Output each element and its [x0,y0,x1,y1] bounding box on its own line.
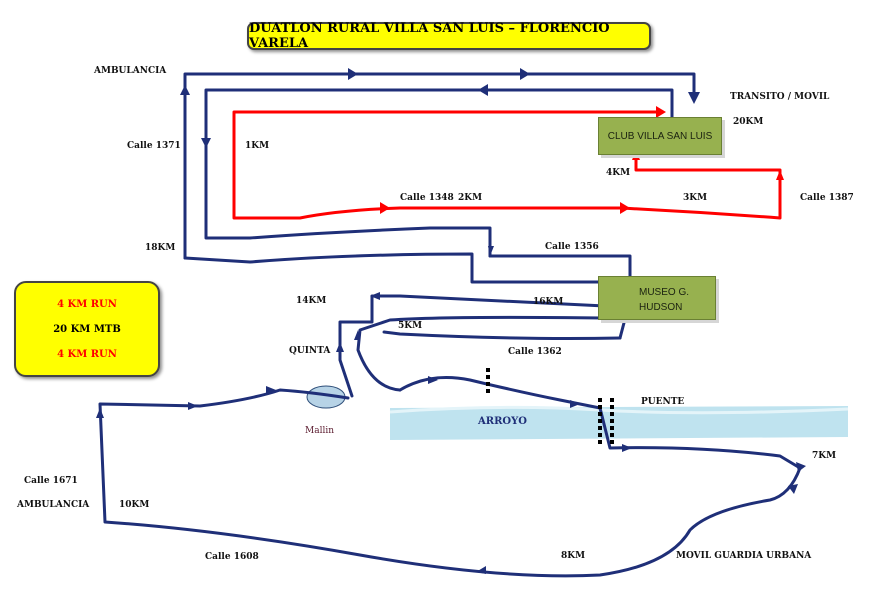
label-2km: 2KM [458,193,483,203]
label-movil-guardia-urbana: MOVIL GUARDIA URBANA [676,551,812,561]
label-calle-1387: Calle 1387 [800,193,854,203]
label-ambulancia-bottom: AMBULANCIA [17,500,90,510]
label-10km: 10KM [119,500,150,510]
arrow-mtb-9 [336,342,344,352]
route-mtb-to-arroyo [98,376,802,578]
label-calle-1362: Calle 1362 [508,347,562,357]
club-label: CLUB VILLA SAN LUIS [607,130,713,142]
label-calle-1608: Calle 1608 [205,552,259,562]
label-mallin: Mallin [305,426,335,436]
arrow-run-5 [632,150,640,160]
label-1km: 1KM [245,141,270,151]
museo-hudson-box: MUSEO G. HUDSON [598,276,716,320]
route-mtb-1362 [382,330,622,340]
arrow-mtb-19 [488,246,494,256]
arrow-mtb-4 [478,84,488,96]
arrow-mtb-12 [622,444,632,452]
arrow-mtb-16 [96,408,104,418]
label-8km: 8KM [561,551,586,561]
arrow-mtb-11 [570,400,580,408]
arrow-mtb-17 [188,402,198,410]
arrow-mtb-10 [428,376,438,384]
route-mtb-calle1356 [183,252,614,284]
legend: 4 KM RUN 20 KM MTB 4 KM RUN [14,281,160,377]
label-arroyo: ARROYO [478,416,527,427]
arrow-run-3 [620,202,630,214]
label-calle-1356: Calle 1356 [545,242,599,252]
arrow-mtb-18 [266,386,276,394]
label-calle-1348: Calle 1348 [400,193,454,203]
label-16km: 16KM [533,297,564,307]
arrow-mtb-1 [348,68,358,80]
label-ambulancia-top: AMBULANCIA [94,66,167,76]
museo-label-line1: MUSEO G. [639,287,690,298]
label-quinta: QUINTA [289,346,331,356]
route-mtb-inner-loop [204,88,674,258]
legend-run-1: 4 KM RUN [57,298,117,310]
arrow-mtb-15 [476,566,486,574]
label-20km: 20KM [733,117,764,127]
label-7km: 7KM [812,451,837,461]
label-calle-1371: Calle 1371 [127,141,181,151]
route-mtb-outer-loop [183,72,696,260]
legend-mtb: 20 KM MTB [53,323,121,335]
arrow-mtb-5 [180,85,190,95]
arrow-run-1 [656,106,666,118]
label-3km: 3KM [683,193,708,203]
label-4km: 4KM [606,168,631,178]
label-5km: 5KM [398,321,423,331]
club-villa-san-luis-box: CLUB VILLA SAN LUIS [598,117,722,155]
arrow-mtb-8 [354,330,360,340]
map-title: DUATLON RURAL VILLA SAN LUIS – FLORENCIO… [247,21,651,51]
arrow-mtb-3 [688,92,700,104]
label-18km: 18KM [145,243,176,253]
arrow-run-2 [380,202,390,214]
route-mtb-5km [356,315,604,392]
label-puente: PUENTE [641,397,685,407]
arrow-mtb-7 [370,292,380,300]
arrow-mtb-14 [788,484,798,494]
arrow-mtb-6 [201,138,211,148]
label-calle-1671: Calle 1671 [24,476,78,486]
label-14km: 14KM [296,296,327,306]
arrow-mtb-2 [520,68,530,80]
legend-run-2: 4 KM RUN [57,348,117,360]
label-transito-movil: TRANSITO / MOVIL [730,92,830,102]
arroyo-water [390,406,848,440]
arrow-run-4 [776,170,784,180]
museo-label-line2: HUDSON [639,302,683,313]
arrow-mtb-13 [796,462,806,472]
